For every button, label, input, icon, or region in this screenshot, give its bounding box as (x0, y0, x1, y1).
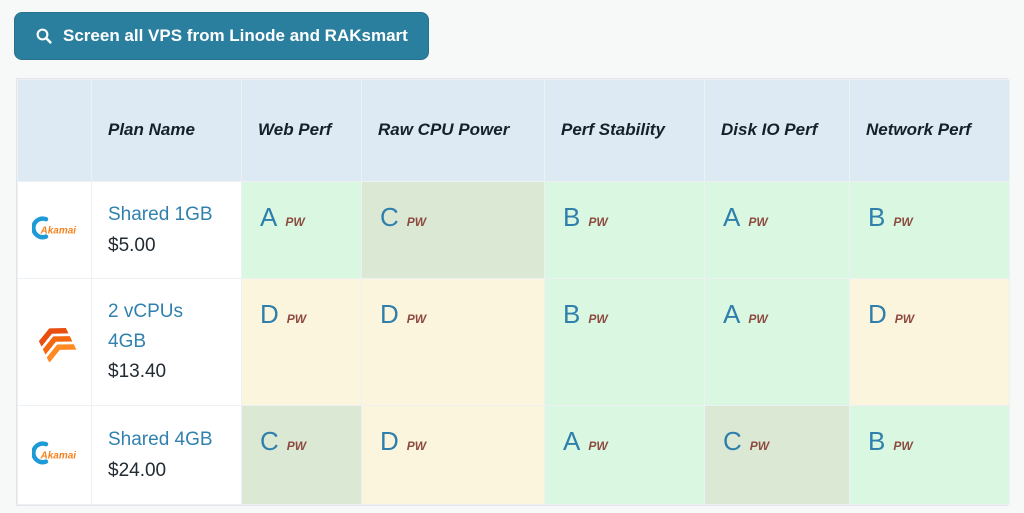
provider-logo-cell: Akamai (17, 405, 92, 505)
akamai-logo: Akamai (30, 215, 76, 239)
provider-logo-cell (17, 278, 92, 406)
grade-cell-perf-stability: A PW (544, 405, 705, 505)
plan-name-cell: Shared 1GB $5.00 (91, 181, 242, 279)
perf-watch-tag: PW (748, 312, 768, 326)
header-perf-stability: Perf Stability (544, 79, 705, 182)
perf-watch-tag: PW (894, 312, 915, 326)
perf-watch-tag: PW (588, 312, 608, 326)
grade-letter[interactable]: D (868, 299, 887, 329)
table-row: 2 vCPUs 4GB $13.40 D PW D PW B PW A PW D PW (17, 278, 1010, 406)
grade-cell-disk-io-perf: A PW (704, 278, 850, 406)
plan-name-cell: 2 vCPUs 4GB $13.40 (91, 278, 242, 406)
perf-watch-tag: PW (893, 439, 913, 453)
grade-cell-network-perf: B PW (849, 181, 1010, 279)
grade-cell-raw-cpu-power: D PW (361, 278, 545, 406)
grade-cell-raw-cpu-power: D PW (361, 405, 545, 505)
header-raw-cpu-power: Raw CPU Power (361, 79, 545, 182)
plan-price: $5.00 (108, 234, 156, 256)
header-plan-name: Plan Name (91, 79, 242, 182)
grade-letter[interactable]: A (563, 426, 581, 456)
table-row: Akamai Shared 4GB $24.00 C PW D PW A PW C PW… (17, 405, 1010, 505)
grade-letter[interactable]: B (868, 202, 886, 232)
grade-letter[interactable]: C (260, 426, 279, 456)
perf-watch-tag: PW (588, 439, 608, 453)
perf-watch-tag: PW (748, 215, 768, 229)
header-logo-column (17, 79, 92, 182)
plan-name-cell: Shared 4GB $24.00 (91, 405, 242, 505)
grade-cell-disk-io-perf: A PW (704, 181, 850, 279)
plan-name-link[interactable]: 2 vCPUs 4GB (108, 301, 183, 352)
perf-watch-tag: PW (749, 439, 770, 453)
grade-cell-network-perf: D PW (849, 278, 1010, 406)
grade-cell-web-perf: D PW (241, 278, 362, 406)
akamai-logo: Akamai (30, 440, 76, 464)
grade-letter[interactable]: D (380, 426, 399, 456)
provider-logo-cell: Akamai (17, 181, 92, 279)
screen-vps-button[interactable]: Screen all VPS from Linode and RAKsmart (14, 12, 429, 60)
perf-watch-tag: PW (893, 215, 913, 229)
header-network-perf: Network Perf (849, 79, 1010, 182)
svg-text:Akamai: Akamai (39, 225, 76, 236)
perf-watch-tag: PW (406, 439, 427, 453)
grade-letter[interactable]: C (723, 426, 742, 456)
grade-letter[interactable]: D (260, 299, 279, 329)
raksmart-logo (38, 327, 76, 363)
header-web-perf: Web Perf (241, 79, 362, 182)
grade-cell-perf-stability: B PW (544, 181, 705, 279)
grade-cell-disk-io-perf: C PW (704, 405, 850, 505)
grade-cell-network-perf: B PW (849, 405, 1010, 505)
plan-price: $24.00 (108, 459, 167, 481)
perf-watch-tag: PW (406, 312, 427, 326)
grade-letter[interactable]: D (380, 299, 399, 329)
grade-letter[interactable]: A (260, 202, 278, 232)
perf-watch-tag: PW (588, 215, 608, 229)
grade-cell-web-perf: A PW (241, 181, 362, 279)
svg-text:Akamai: Akamai (39, 450, 76, 461)
grade-cell-web-perf: C PW (241, 405, 362, 505)
perf-watch-tag: PW (286, 312, 307, 326)
perf-watch-tag: PW (406, 215, 427, 229)
header-disk-io-perf: Disk IO Perf (704, 79, 850, 182)
grade-letter[interactable]: B (868, 426, 886, 456)
plan-name-link[interactable]: Shared 4GB (108, 429, 213, 451)
grade-letter[interactable]: B (563, 299, 581, 329)
plan-price: $13.40 (108, 361, 167, 383)
grade-letter[interactable]: A (723, 299, 741, 329)
screen-vps-button-label: Screen all VPS from Linode and RAKsmart (63, 26, 408, 45)
grade-letter[interactable]: B (563, 202, 581, 232)
plan-name-link[interactable]: Shared 1GB (108, 204, 213, 226)
perf-watch-tag: PW (286, 439, 307, 453)
search-icon (35, 27, 53, 45)
grade-cell-perf-stability: B PW (544, 278, 705, 406)
perf-watch-tag: PW (285, 215, 305, 229)
grade-cell-raw-cpu-power: C PW (361, 181, 545, 279)
grade-letter[interactable]: A (723, 202, 741, 232)
grade-letter[interactable]: C (380, 202, 399, 232)
header-row: Plan Name Web Perf Raw CPU Power Perf St… (17, 79, 1010, 182)
vps-comparison-table: Plan Name Web Perf Raw CPU Power Perf St… (16, 78, 1010, 506)
